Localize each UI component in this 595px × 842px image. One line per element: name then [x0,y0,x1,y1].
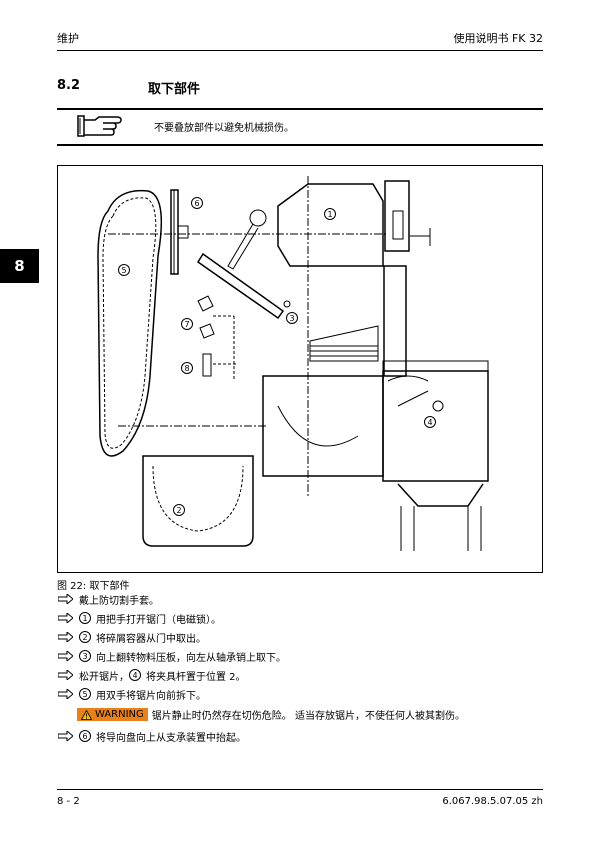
step-number: 2 [79,631,91,643]
footer-page-number: 8 - 2 [57,796,80,807]
step-number: 3 [79,650,91,662]
warning-triangle-icon [81,709,92,720]
small-parts-drawing [197,295,238,381]
section-number: 8.2 [57,78,81,93]
callout-3: 3 [286,312,298,324]
warning-label: WARNING [95,709,144,720]
step-2: 2 将碎屑容器从门中取出。 [58,630,206,645]
guide-wheel-drawing [170,189,189,275]
callout-7: 7 [181,318,193,330]
chapter-tab: 8 [0,249,39,283]
arrow-right-icon [58,651,73,661]
arrow-right-icon [58,594,73,604]
callout-4: 4 [424,416,436,428]
callout-1: 1 [324,208,336,220]
step-3: 3 向上翻转物料压板，向左从轴承销上取下。 [58,649,286,664]
callout-6: 6 [191,197,203,209]
step-1: 1 用把手打开锯门（电磁锁）。 [58,611,221,626]
arrow-right-icon [58,670,73,680]
callout-8: 8 [181,362,193,374]
arrow-right-icon [58,632,73,642]
note-box [57,108,543,146]
figure-caption: 图 22: 取下部件 [57,581,130,592]
chip-container-drawing [142,455,254,547]
upper-housing-drawing [277,180,431,267]
arrow-right-icon [58,613,73,623]
figure-frame: 1 2 3 4 5 6 7 8 [57,165,543,573]
section-title: 取下部件 [148,82,201,97]
arrow-right-icon [58,689,73,699]
step-text: 用把手打开锯门（电磁锁）。 [96,614,221,626]
step-5: 5 用双手将锯片向前拆下。 [58,687,206,702]
warning-text: 锯片静止时仍然存在切伤危险。 适当存放锯片，不使任何人被其割伤。 [151,711,465,722]
step-prefix: 松开锯片， [79,671,129,683]
arrow-right-icon [58,731,73,741]
step-text: 戴上防切割手套。 [79,595,159,607]
bandsaw-parts-drawing [97,176,489,551]
callout-5: 5 [118,264,130,276]
step-text: 向上翻转物料压板，向左从轴承销上取下。 [96,652,286,664]
pointing-hand-icon [77,115,122,137]
step-text: 将夹具杆置于位置 2。 [146,671,246,683]
warning-line: WARNING 锯片静止时仍然存在切伤危险。 适当存放锯片，不使任何人被其割伤。 [77,707,465,722]
step-number: 4 [129,669,141,681]
callout-2: 2 [173,504,185,516]
step-number: 5 [79,688,91,700]
step-4: 松开锯片， 4 将夹具杆置于位置 2。 [58,668,246,683]
footer-rule [57,789,543,790]
step-text: 用双手将锯片向前拆下。 [96,690,206,702]
step-text: 将碎屑容器从门中取出。 [96,633,206,645]
note-text: 不要叠放部件以避免机械损伤。 [154,123,294,134]
header-left: 维护 [57,32,79,45]
step-number: 1 [79,612,91,624]
material-press-drawing [196,209,291,320]
footer-doc-id: 6.067.98.5.07.05 zh [442,796,543,807]
step-number: 6 [79,730,91,742]
header-rule [57,50,543,51]
warning-badge: WARNING [77,708,148,721]
step-text: 将导向盘向上从支承装置中抬起。 [96,732,246,744]
saw-blade-drawing [97,189,163,457]
step-0: 戴上防切割手套。 [58,592,159,607]
header-right: 使用说明书 FK 32 [453,32,543,45]
lower-housing-drawing [262,360,489,551]
step-6: 6 将导向盘向上从支承装置中抬起。 [58,729,246,744]
